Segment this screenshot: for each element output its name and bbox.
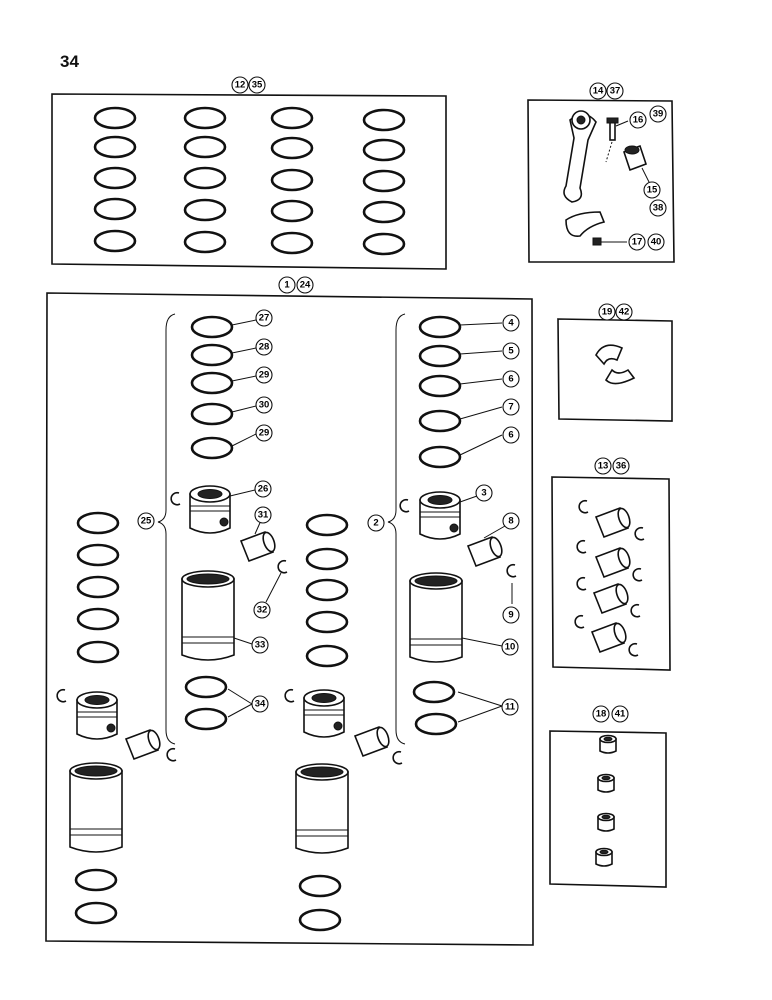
svg-text:3: 3 <box>481 488 486 499</box>
svg-text:32: 32 <box>257 605 268 616</box>
callout-sleeve-kits: 1 24 <box>278 276 314 294</box>
callout-ring-sets: 12 35 <box>231 76 266 94</box>
bolt-icon <box>605 117 619 163</box>
svg-text:37: 37 <box>610 86 621 97</box>
page-number: 34 <box>60 52 79 71</box>
svg-text:12: 12 <box>235 80 246 91</box>
callout-pin-bushings: 18 41 <box>592 705 629 723</box>
svg-text:39: 39 <box>653 109 664 120</box>
svg-text:4: 4 <box>508 318 514 329</box>
callout-kit-b-parts: 2 3 8 9 10 11 <box>367 484 520 716</box>
kit-a-assembly: 27 28 29 30 29 25 26 31 32 <box>137 309 288 745</box>
callout-nut: 17 40 <box>628 233 665 251</box>
svg-text:40: 40 <box>651 237 662 248</box>
callout-kit-a-rings: 27 28 29 30 29 <box>255 309 273 442</box>
callout-connecting-rod: 14 37 <box>589 82 624 100</box>
rod-bearing-icon <box>595 344 636 385</box>
callout-piston-pins: 13 36 <box>594 457 630 475</box>
svg-text:11: 11 <box>505 702 516 713</box>
svg-text:29: 29 <box>259 370 270 381</box>
callout-bolt: 16 39 <box>629 105 667 129</box>
callout-bushing: 15 38 <box>643 181 667 217</box>
svg-text:27: 27 <box>259 313 270 324</box>
nut-icon <box>592 237 602 246</box>
callout-rod-bearing: 19 42 <box>598 303 633 321</box>
ring-set-panel: 12 35 <box>51 76 447 270</box>
svg-text:25: 25 <box>141 516 152 527</box>
callout-kit-b-rings: 4 5 6 7 6 <box>502 314 520 444</box>
connecting-rod-panel: 14 37 16 39 15 38 <box>527 82 675 263</box>
svg-text:13: 13 <box>598 461 609 472</box>
svg-text:41: 41 <box>615 709 626 720</box>
svg-text:6: 6 <box>508 430 513 441</box>
svg-text:24: 24 <box>300 280 311 291</box>
svg-text:15: 15 <box>647 185 658 196</box>
svg-text:16: 16 <box>633 115 644 126</box>
svg-text:18: 18 <box>596 709 607 720</box>
pin-bushings-panel: 18 41 <box>549 705 667 888</box>
svg-text:36: 36 <box>616 461 627 472</box>
callout-kit-a-parts: 25 26 31 32 33 34 <box>137 480 272 713</box>
piston-pins-panel: 13 36 <box>551 457 671 671</box>
svg-text:17: 17 <box>632 237 643 248</box>
connecting-rod-icon <box>563 110 606 237</box>
kit-b-assembly: 4 5 6 7 6 2 3 8 9 10 <box>367 313 520 745</box>
svg-text:9: 9 <box>508 610 513 621</box>
svg-text:35: 35 <box>252 80 263 91</box>
svg-text:14: 14 <box>593 86 604 97</box>
svg-text:7: 7 <box>508 402 513 413</box>
svg-text:5: 5 <box>508 346 514 357</box>
svg-text:30: 30 <box>259 400 270 411</box>
svg-text:34: 34 <box>255 699 266 710</box>
svg-text:19: 19 <box>602 307 613 318</box>
svg-text:33: 33 <box>255 640 266 651</box>
svg-text:38: 38 <box>653 203 664 214</box>
svg-text:28: 28 <box>259 342 270 353</box>
svg-text:31: 31 <box>258 510 269 521</box>
svg-text:1: 1 <box>284 280 290 291</box>
svg-text:6: 6 <box>508 374 513 385</box>
svg-text:42: 42 <box>619 307 630 318</box>
svg-text:26: 26 <box>258 484 269 495</box>
svg-text:10: 10 <box>505 642 516 653</box>
svg-text:29: 29 <box>259 428 270 439</box>
svg-text:8: 8 <box>508 516 513 527</box>
bushing-icon <box>622 144 648 172</box>
svg-text:2: 2 <box>373 518 378 529</box>
sleeve-kit-panel: 1 24 27 28 29 30 29 <box>45 276 534 946</box>
rod-bearing-panel: 19 42 <box>557 303 673 422</box>
